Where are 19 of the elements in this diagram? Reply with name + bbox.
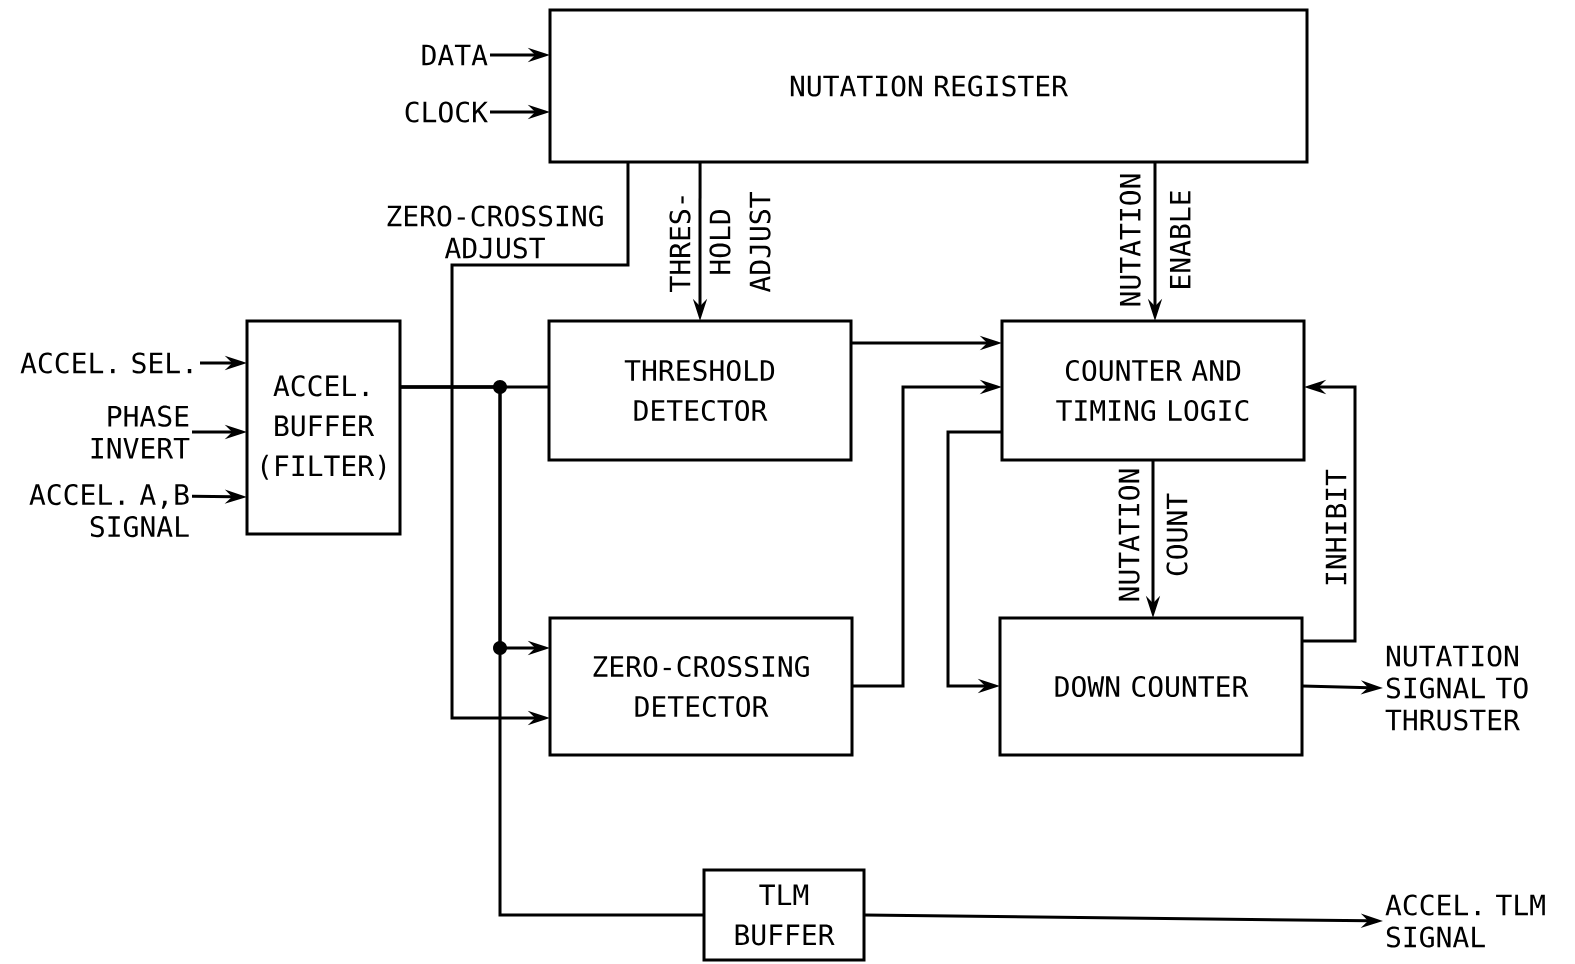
input-label: ACCEL. A,B SIGNAL [29,484,189,538]
buffer-box: ACCEL. BUFFER (FILTER) [245,319,402,536]
edge-label: NUTATION COUNT [1118,469,1188,601]
edge-label: THRES- HOLD ADJUST [669,192,771,293]
edge-label: INHIBIT [1325,469,1347,585]
edge-label: ZERO-CROSSING ADJUST [387,205,603,259]
edge-label: NUTATION ENABLE [1119,174,1191,306]
register-box: NUTATION REGISTER [548,8,1309,164]
output-label: ACCEL. TLM SIGNAL [1385,894,1545,948]
logic-box: COUNTER AND TIMING LOGIC [1000,319,1306,462]
input-label: DATA [422,44,488,66]
input-label: CLOCK [405,101,488,123]
counter-box: DOWN COUNTER [998,616,1304,757]
input-label: PHASE INVERT [91,405,190,459]
detector-box: THRESHOLD DETECTOR [547,319,853,462]
input-label: ACCEL. SEL. [20,352,192,374]
output-label: NUTATION SIGNAL TO THRUSTER [1385,645,1528,731]
buffer-box: TLM BUFFER [702,868,866,962]
detector-box: ZERO-CROSSING DETECTOR [548,616,854,757]
